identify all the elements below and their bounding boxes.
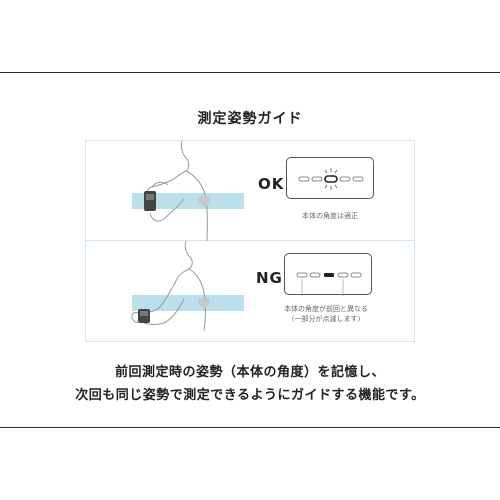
ng-person-illustration	[131, 241, 210, 332]
ok-heart-icon	[198, 196, 210, 207]
ng-status-label: NG	[256, 269, 283, 287]
content-frame	[0, 72, 500, 428]
ok-caption: 本体の角度は適正	[302, 212, 358, 220]
ng-caption-line2: （一部分が点滅します）	[287, 315, 365, 323]
ng-guide-panel: NG 本体の角度が前回と異なる （一部分が点滅します）	[85, 241, 415, 342]
ok-person-illustration	[144, 141, 210, 241]
ok-device-display	[286, 157, 374, 199]
ng-caption-line1: 本体の角度が前回と異なる	[284, 305, 368, 313]
description-line2: 次回も同じ姿勢で測定できるようにガイドする機能です。	[75, 388, 425, 403]
ok-indicator-segments	[298, 168, 364, 190]
page-title: 測定姿勢ガイド	[197, 111, 303, 127]
ng-device-display	[284, 253, 372, 296]
description-line1: 前回測定時の姿勢（本体の角度）を記憶し、	[114, 365, 385, 380]
ng-indicator-segments	[296, 272, 362, 296]
ok-posture-band	[132, 193, 244, 209]
ok-guide-panel: OK 本体の角度は適正	[85, 140, 415, 241]
ng-heart-icon	[198, 298, 210, 309]
ng-caption: 本体の角度が前回と異なる （一部分が点滅します）	[262, 304, 390, 324]
ok-status-label: OK	[258, 175, 285, 193]
